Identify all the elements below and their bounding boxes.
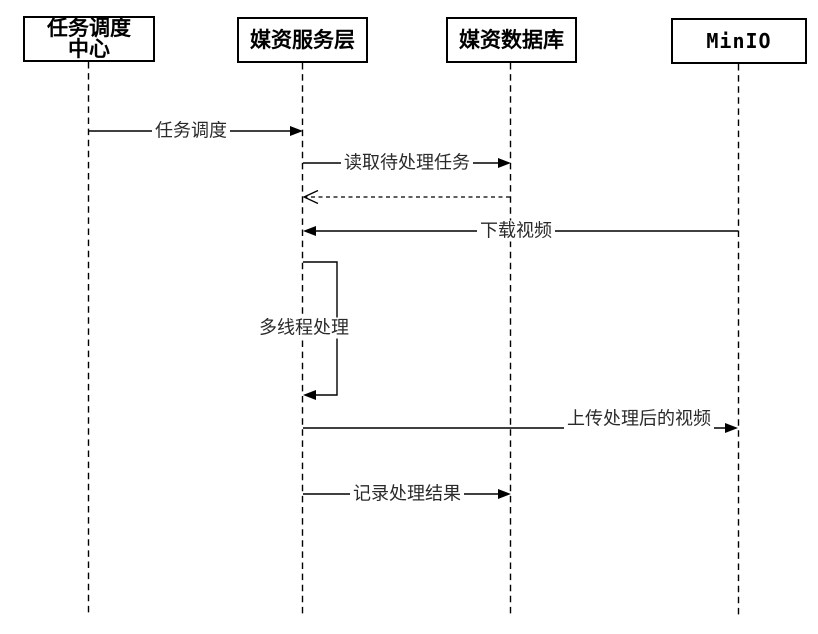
participant-box-minio: MinIO bbox=[671, 18, 807, 64]
message-label-task-schedule: 任务调度 bbox=[152, 120, 230, 142]
message-label-multithread-processing: 多线程处理 bbox=[256, 317, 352, 339]
message-label-record-result: 记录处理结果 bbox=[350, 483, 464, 505]
message-label-upload-processed-video: 上传处理后的视频 bbox=[564, 408, 714, 430]
participant-label-line2: 中心 bbox=[68, 37, 110, 61]
participant-box-media-database: 媒资数据库 bbox=[446, 17, 577, 63]
participant-label: MinIO bbox=[706, 29, 772, 53]
participant-label: 媒资数据库 bbox=[459, 28, 564, 52]
message-label-read-pending-tasks: 读取待处理任务 bbox=[341, 152, 473, 174]
message-arrow-return bbox=[302, 189, 510, 205]
message-label-download-video: 下载视频 bbox=[477, 220, 555, 242]
participant-box-task-scheduling-center: 任务调度 中心 bbox=[23, 16, 155, 62]
participant-box-media-service-layer: 媒资服务层 bbox=[237, 17, 368, 63]
participant-label-line1: 任务调度 bbox=[47, 16, 131, 40]
participant-label: 媒资服务层 bbox=[250, 28, 355, 52]
